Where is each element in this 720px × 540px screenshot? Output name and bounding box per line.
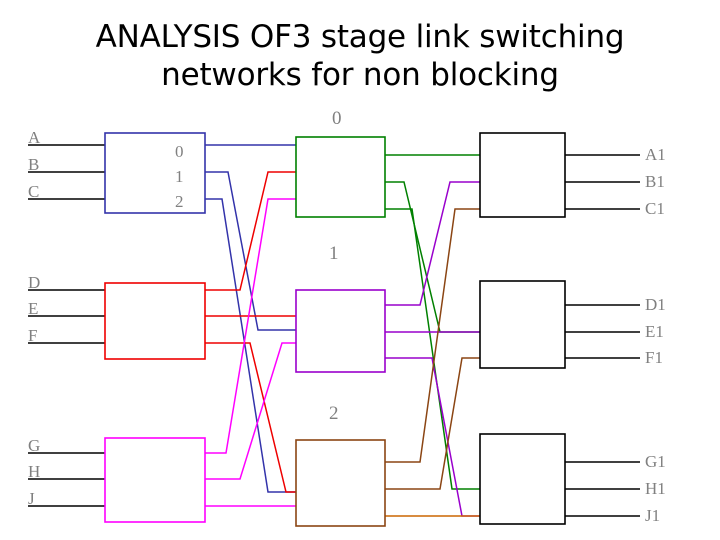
output-label-F1: F1 bbox=[645, 348, 663, 367]
output-label-B1: B1 bbox=[645, 172, 665, 191]
input-labels-group: A B C D E F G H J bbox=[28, 128, 41, 508]
link-purple-to-out2 bbox=[385, 357, 480, 517]
switch-2-2[interactable] bbox=[295, 439, 386, 527]
output-label-H1: H1 bbox=[645, 479, 666, 498]
switch-3-1[interactable] bbox=[479, 280, 566, 369]
switch-3-0[interactable] bbox=[479, 132, 566, 218]
switch-1-2[interactable] bbox=[104, 437, 206, 523]
title-line-2: networks for non blocking bbox=[161, 57, 559, 93]
output-label-E1: E1 bbox=[645, 322, 664, 341]
port-index-1: 1 bbox=[175, 167, 184, 186]
switch-port-index-labels: 0 1 2 bbox=[175, 142, 184, 211]
title-line-1: ANALYSIS OF3 stage link switching bbox=[95, 19, 625, 55]
middle-stage-labels: 0 1 2 bbox=[329, 108, 342, 424]
input-label-A: A bbox=[28, 128, 41, 147]
port-index-2: 2 bbox=[175, 192, 184, 211]
input-label-G: G bbox=[28, 436, 40, 455]
middle-stage-label-0: 0 bbox=[332, 108, 342, 129]
output-label-C1: C1 bbox=[645, 199, 665, 218]
input-lines-group bbox=[28, 144, 105, 507]
switch-1-1[interactable] bbox=[104, 282, 206, 360]
link-brown-to-out1 bbox=[385, 357, 480, 490]
output-labels-group: A1 B1 C1 D1 E1 F1 G1 H1 J1 bbox=[645, 145, 666, 525]
input-label-B: B bbox=[28, 155, 39, 174]
link-magenta-to-purple bbox=[205, 342, 296, 480]
switch-2-0[interactable] bbox=[295, 136, 386, 218]
port-index-0: 0 bbox=[175, 142, 184, 161]
output-label-D1: D1 bbox=[645, 295, 666, 314]
link-blue-to-brown bbox=[205, 198, 296, 493]
input-label-D: D bbox=[28, 273, 40, 292]
link-purple-to-out0 bbox=[385, 181, 480, 306]
output-lines-group bbox=[565, 154, 640, 517]
input-label-C: C bbox=[28, 182, 39, 201]
link-red-to-brown bbox=[205, 342, 296, 493]
middle-stage-label-1: 1 bbox=[329, 243, 339, 264]
input-label-E: E bbox=[28, 299, 38, 318]
switch-1-0[interactable] bbox=[104, 132, 206, 214]
link-green-to-out1 bbox=[385, 181, 480, 333]
link-green-to-out2 bbox=[385, 208, 480, 490]
input-label-J: J bbox=[28, 489, 35, 508]
output-label-G1: G1 bbox=[645, 452, 666, 471]
switch-2-1[interactable] bbox=[295, 289, 386, 373]
link-blue-to-purple bbox=[205, 171, 296, 331]
link-red-to-green bbox=[205, 171, 296, 291]
link-magenta-to-green bbox=[205, 198, 296, 454]
link-brown-to-out0 bbox=[385, 208, 480, 463]
input-label-F: F bbox=[28, 326, 37, 345]
output-label-J1: J1 bbox=[645, 506, 660, 525]
output-label-A1: A1 bbox=[645, 145, 666, 164]
middle-stage-label-2: 2 bbox=[329, 403, 339, 424]
links-stage1-to-stage2 bbox=[205, 144, 296, 507]
switch-3-2[interactable] bbox=[479, 433, 566, 525]
page-title: ANALYSIS OF3 stage link switching networ… bbox=[0, 18, 720, 94]
links-stage2-to-stage3 bbox=[385, 154, 480, 517]
input-label-H: H bbox=[28, 462, 40, 481]
